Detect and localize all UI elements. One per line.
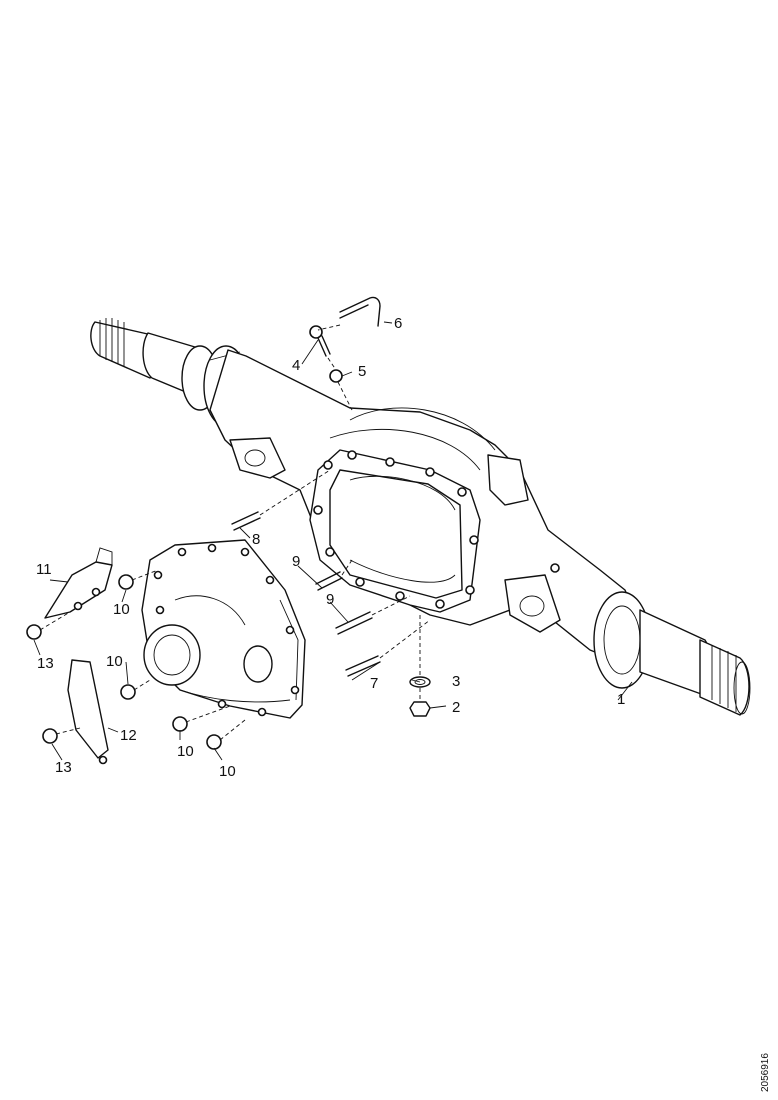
callout-11: 11	[36, 561, 52, 578]
callout-12: 12	[120, 727, 137, 744]
differential-carrier	[141, 539, 306, 719]
callout-9b: 9	[326, 591, 334, 608]
callout-10b: 10	[106, 653, 123, 670]
callout-10a: 10	[113, 601, 130, 618]
mounting-bracket-12	[67, 659, 109, 759]
callout-13b: 13	[55, 759, 72, 776]
callout-13a: 13	[37, 655, 54, 672]
callout-5: 5	[358, 363, 366, 380]
callout-3: 3	[452, 673, 460, 690]
callout-1: 1	[617, 691, 625, 708]
callout-9a: 9	[292, 553, 300, 570]
callout-labels: 6 4 5 1 3 2 7 8 9 9 10 10 10 10 11 12 13…	[36, 315, 625, 780]
elbow-fitting	[309, 325, 331, 357]
drain-plug	[409, 615, 431, 717]
hex-nuts	[26, 574, 222, 750]
axle-housing	[209, 349, 641, 661]
callout-4: 4	[292, 357, 300, 374]
right-axle-shaft	[593, 591, 751, 716]
breather-pipe	[339, 296, 381, 327]
callout-2: 2	[452, 699, 460, 716]
callout-8: 8	[252, 531, 260, 548]
callout-10c: 10	[177, 743, 194, 760]
callout-10d: 10	[219, 763, 236, 780]
studs	[231, 469, 431, 677]
fitting-nut	[329, 369, 343, 383]
callout-6: 6	[394, 315, 402, 332]
figure-reference-code: 2056916	[760, 1053, 771, 1092]
callout-7: 7	[370, 675, 378, 692]
